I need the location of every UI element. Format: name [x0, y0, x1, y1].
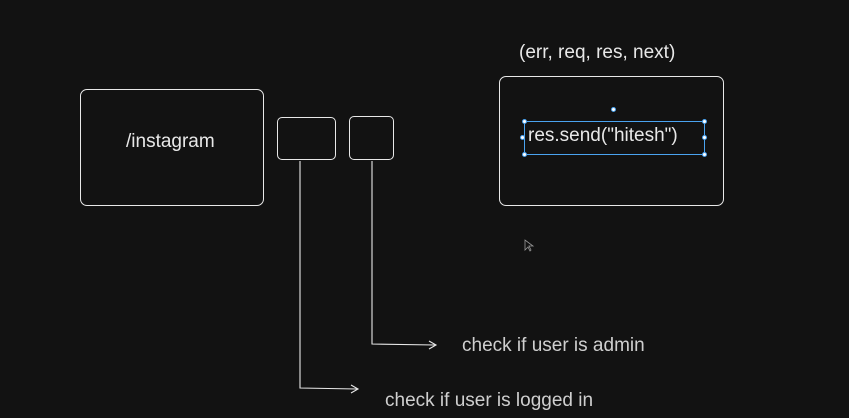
login-check-label: check if user is logged in [385, 390, 594, 411]
selection-handle-top-left[interactable] [522, 119, 527, 124]
route-label: /instagram [126, 131, 215, 152]
selection-handle-bottom-left[interactable] [522, 152, 527, 157]
handler-signature: (err, req, res, next) [519, 42, 676, 63]
middleware-admin-box [349, 116, 394, 160]
route-box [80, 89, 264, 206]
admin-arrowhead [428, 340, 438, 350]
admin-check-label: check if user is admin [462, 335, 645, 356]
admin-connector-line [371, 161, 436, 346]
handler-box [499, 76, 724, 206]
cursor-icon [524, 239, 535, 252]
selection-handle-right[interactable] [702, 135, 707, 140]
login-arrowhead [350, 384, 360, 394]
selection-handle-left[interactable] [520, 135, 525, 140]
login-connector-line [299, 161, 358, 390]
middleware-login-box [277, 117, 336, 160]
handler-body-text[interactable]: res.send("hitesh") [528, 125, 678, 146]
rotation-handle[interactable] [611, 107, 616, 112]
selection-handle-top-right[interactable] [702, 119, 707, 124]
selection-handle-bottom-right[interactable] [702, 152, 707, 157]
